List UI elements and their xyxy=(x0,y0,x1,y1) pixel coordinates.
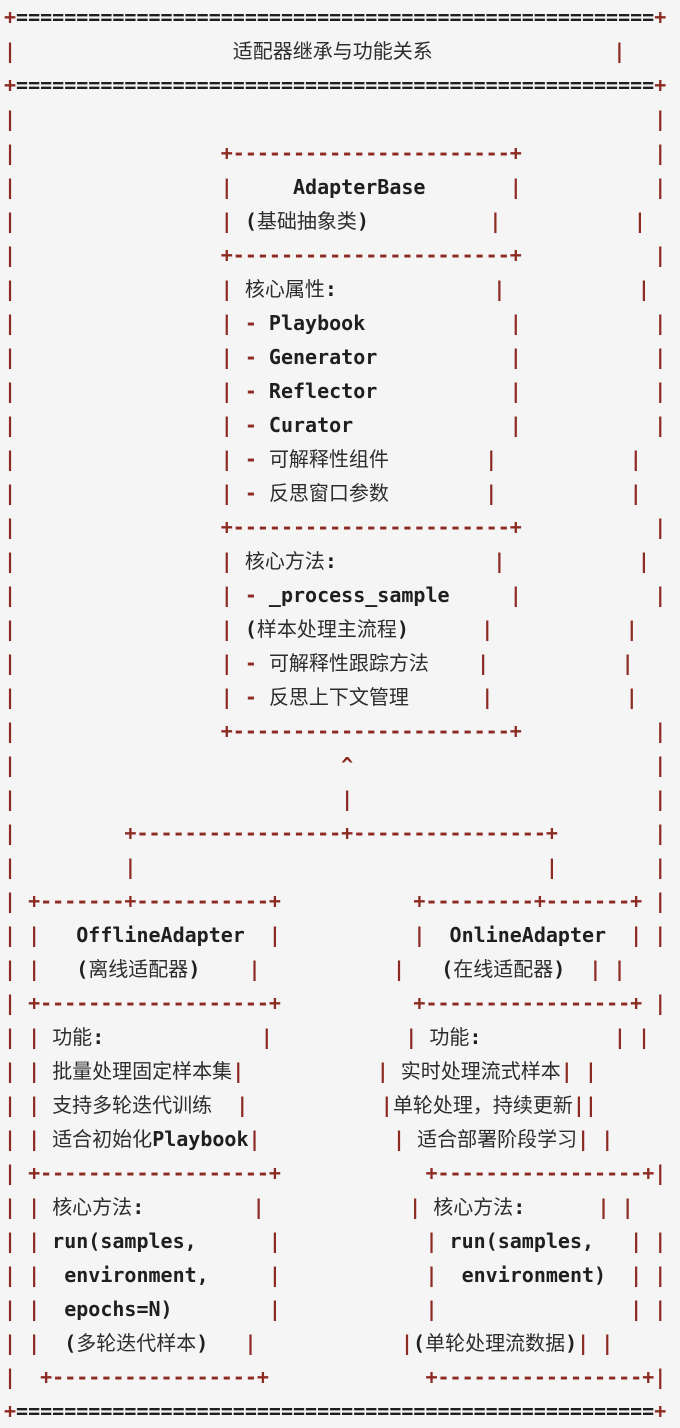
diagram-line: | +-------------------+ +---------------… xyxy=(4,991,667,1015)
diagram-line: | | 支持多轮迭代训练 | |单轮处理，持续更新|| xyxy=(4,1093,597,1117)
diagram-line: | | - _process_sample | | xyxy=(4,583,667,607)
diagram-line: | | (样本处理主流程) | | xyxy=(4,617,638,641)
diagram-line: | | 核心属性: | | xyxy=(4,277,650,301)
diagram-line: | +-------+-----------+ +---------+-----… xyxy=(4,889,667,913)
diagram-line: | 适配器继承与功能关系 | xyxy=(4,39,626,63)
diagram-line: +=======================================… xyxy=(4,1399,667,1423)
diagram-line: | +-----------------------+ | xyxy=(4,515,667,539)
diagram-line: | | 功能: | | 功能: | | xyxy=(4,1025,650,1049)
diagram-line: | +-----------------+----------------+ | xyxy=(4,821,667,845)
diagram-line: | +-----------------------+ | xyxy=(4,243,667,267)
diagram-line: | | - 反思上下文管理 | | xyxy=(4,685,638,709)
diagram-line: | | - Reflector | | xyxy=(4,379,667,403)
diagram-line: | +-----------------------+ | xyxy=(4,141,667,165)
diagram-line: | | | | xyxy=(4,855,667,879)
diagram-line: | | 适合初始化Playbook| | 适合部署阶段学习| | xyxy=(4,1127,614,1151)
diagram-line: | | (基础抽象类) | | xyxy=(4,209,646,233)
diagram-line: | | run(samples, | | run(samples, | | xyxy=(4,1229,667,1253)
diagram-line: | | - Playbook | | xyxy=(4,311,667,335)
diagram-line: | | AdapterBase | | xyxy=(4,175,667,199)
diagram-line: | | - 可解释性组件 | | xyxy=(4,447,642,471)
diagram-line: | ^ | xyxy=(4,753,667,777)
diagram-line: | +-----------------+ +-----------------… xyxy=(4,1365,667,1389)
diagram-line: | | xyxy=(4,107,667,131)
diagram-line: | | environment, | | environment) | | xyxy=(4,1263,667,1287)
diagram-line: | | 核心方法: | | xyxy=(4,549,650,573)
diagram-line: | | - 可解释性跟踪方法 | | xyxy=(4,651,634,675)
diagram-line: | | - Generator | | xyxy=(4,345,667,369)
diagram-line: | | epochs=N) | | | | xyxy=(4,1297,667,1321)
diagram-line: +=======================================… xyxy=(4,73,667,97)
diagram-line: | +-------------------+ +---------------… xyxy=(4,1161,667,1185)
diagram-line: | | (多轮迭代样本) | |(单轮处理流数据)| | xyxy=(4,1331,614,1355)
diagram-line: | | 核心方法: | | 核心方法: | | xyxy=(4,1195,634,1219)
diagram-line: | | 批量处理固定样本集| | 实时处理流式样本| | xyxy=(4,1059,597,1083)
diagram-line: | +-----------------------+ | xyxy=(4,719,667,743)
diagram-line: +=======================================… xyxy=(4,5,667,29)
diagram-line: | | | xyxy=(4,787,667,811)
diagram-line: | | OfflineAdapter | | OnlineAdapter | | xyxy=(4,923,667,947)
diagram-line: | | (离线适配器) | | (在线适配器) | | xyxy=(4,957,626,981)
diagram-line: | | - Curator | | xyxy=(4,413,667,437)
diagram-line: | | - 反思窗口参数 | | xyxy=(4,481,642,505)
